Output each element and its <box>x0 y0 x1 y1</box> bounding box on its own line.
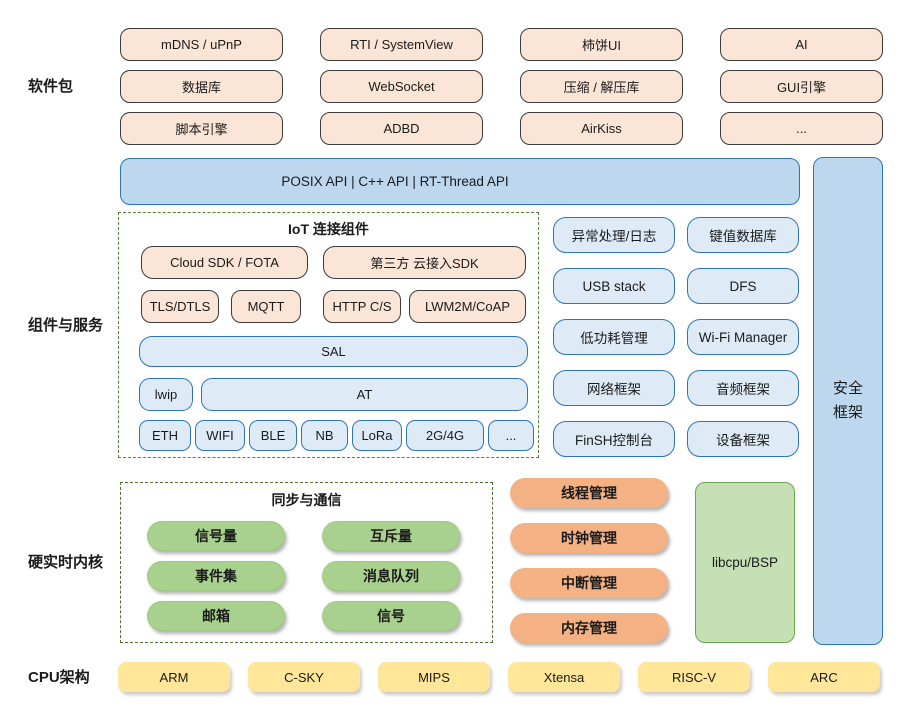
services-column-right: 键值数据库 DFS Wi-Fi Manager 音频框架 设备框架 <box>687 217 799 457</box>
mgmt-box-memory: 内存管理 <box>510 613 668 643</box>
package-box-rti-systemview: RTI / SystemView <box>320 28 483 61</box>
iot-box-mqtt: MQTT <box>231 290 301 323</box>
package-box-script-engine: 脚本引擎 <box>120 112 283 145</box>
service-box-usb-stack: USB stack <box>553 268 675 304</box>
iot-box-cloud-sdk-fota: Cloud SDK / FOTA <box>141 246 308 279</box>
cpu-box-arm: ARM <box>118 662 230 692</box>
package-box-database: 数据库 <box>120 70 283 103</box>
security-framework-column: 安全 框架 <box>813 157 883 645</box>
service-box-wifi-manager: Wi-Fi Manager <box>687 319 799 355</box>
services-column-left: 异常处理/日志 USB stack 低功耗管理 网络框架 FinSH控制台 <box>553 217 675 457</box>
section-label-components-services: 组件与服务 <box>28 317 104 334</box>
libcpu-bsp-box: libcpu/BSP <box>695 482 795 643</box>
iot-box-third-party-cloud-sdk: 第三方 云接入SDK <box>323 246 526 279</box>
section-label-software-packages: 软件包 <box>28 78 74 95</box>
mgmt-box-clock: 时钟管理 <box>510 523 668 553</box>
package-box-mdns-upnp: mDNS / uPnP <box>120 28 283 61</box>
link-layer-row: ETH WIFI BLE NB LoRa 2G/4G ... <box>139 420 535 451</box>
sync-communication-group: 同步与通信 信号量 互斥量 事件集 消息队列 邮箱 信号 <box>120 482 493 643</box>
cpu-box-c-sky: C-SKY <box>248 662 360 692</box>
api-bar: POSIX API | C++ API | RT-Thread API <box>120 158 800 205</box>
sync-box-mutex: 互斥量 <box>322 521 460 551</box>
iot-box-tls-dtls: TLS/DTLS <box>141 290 219 323</box>
link-box-eth: ETH <box>139 420 191 451</box>
sync-grid: 信号量 互斥量 事件集 消息队列 邮箱 信号 <box>147 521 460 631</box>
package-box-airkiss: AirKiss <box>520 112 683 145</box>
service-box-audio-framework: 音频框架 <box>687 370 799 406</box>
mgmt-box-interrupt: 中断管理 <box>510 568 668 598</box>
link-box-wifi: WIFI <box>195 420 245 451</box>
at-bar: AT <box>201 378 528 411</box>
section-label-cpu-arch: CPU架构 <box>28 669 90 686</box>
mgmt-box-thread: 线程管理 <box>510 478 668 508</box>
sync-box-semaphore: 信号量 <box>147 521 285 551</box>
package-box-adbd: ADBD <box>320 112 483 145</box>
sync-box-signal: 信号 <box>322 601 460 631</box>
service-box-exception-log: 异常处理/日志 <box>553 217 675 253</box>
service-box-finsh-console: FinSH控制台 <box>553 421 675 457</box>
package-box-websocket: WebSocket <box>320 70 483 103</box>
iot-box-http-cs: HTTP C/S <box>323 290 401 323</box>
service-box-low-power: 低功耗管理 <box>553 319 675 355</box>
iot-connectivity-group: IoT 连接组件 Cloud SDK / FOTA 第三方 云接入SDK TLS… <box>118 212 539 458</box>
security-framework-line2: 框架 <box>832 404 863 421</box>
service-box-kv-database: 键值数据库 <box>687 217 799 253</box>
iot-box-lwm2m-coap: LWM2M/CoAP <box>409 290 526 323</box>
service-box-network-framework: 网络框架 <box>553 370 675 406</box>
security-framework-line1: 安全 <box>832 380 863 397</box>
cpu-box-arc: ARC <box>768 662 880 692</box>
section-label-kernel: 硬实时内核 <box>28 554 104 571</box>
link-box-lora: LoRa <box>352 420 402 451</box>
service-box-dfs: DFS <box>687 268 799 304</box>
package-box-more: ... <box>720 112 883 145</box>
package-box-ai: AI <box>720 28 883 61</box>
link-box-ble: BLE <box>249 420 297 451</box>
link-box-nb: NB <box>301 420 348 451</box>
kernel-management-column: 线程管理 时钟管理 中断管理 内存管理 <box>510 478 668 643</box>
sync-box-mailbox: 邮箱 <box>147 601 285 631</box>
cpu-box-xtensa: Xtensa <box>508 662 620 692</box>
sync-group-title: 同步与通信 <box>271 492 342 508</box>
package-box-persimmon-ui: 柿饼UI <box>520 28 683 61</box>
package-box-gui-engine: GUI引擎 <box>720 70 883 103</box>
cpu-box-mips: MIPS <box>378 662 490 692</box>
service-box-device-framework: 设备框架 <box>687 421 799 457</box>
cpu-box-risc-v: RISC-V <box>638 662 750 692</box>
iot-group-title: IoT 连接组件 <box>288 221 369 237</box>
package-box-compression: 压缩 / 解压库 <box>520 70 683 103</box>
lwip-box: lwip <box>139 378 193 411</box>
link-box-2g4g: 2G/4G <box>406 420 484 451</box>
sal-bar: SAL <box>139 336 528 367</box>
link-box-more: ... <box>488 420 534 451</box>
sync-box-message-queue: 消息队列 <box>322 561 460 591</box>
software-packages-grid: mDNS / uPnP RTI / SystemView 柿饼UI AI 数据库… <box>120 28 883 145</box>
sync-box-event-set: 事件集 <box>147 561 285 591</box>
cpu-architecture-row: ARM C-SKY MIPS Xtensa RISC-V ARC <box>118 662 880 692</box>
